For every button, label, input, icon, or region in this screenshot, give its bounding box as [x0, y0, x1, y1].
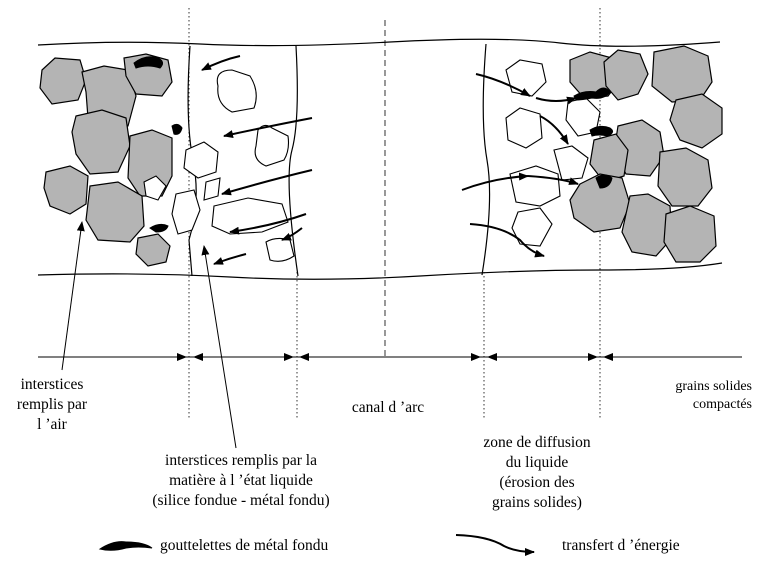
air-interstices-label: interstices remplis par l ’air [16, 376, 88, 433]
arc-channel-label: canal d ’arc [351, 399, 425, 416]
arc-zone-left-edge [288, 45, 299, 277]
energy-arrows-right [461, 73, 579, 258]
liquid-pointer [201, 245, 237, 449]
energy-arrows-left [201, 55, 313, 265]
compacted-grains-label: grains solides compactés [675, 379, 752, 412]
diffusion-voids [505, 59, 601, 247]
diffusion-zone-left-edge [481, 43, 491, 276]
legend-energy-transfer-text: transfert d ’énergie [562, 537, 680, 554]
sample-boundaries [37, 38, 723, 280]
label-pointers [61, 221, 237, 449]
liquid-voids [143, 69, 295, 262]
legend-droplet-symbol [98, 541, 153, 551]
legend-droplets-text: gouttelettes de métal fondu [160, 537, 329, 554]
solid-grains-left [39, 53, 173, 267]
air-pointer [61, 221, 85, 371]
solid-grains-right [569, 45, 723, 263]
metal-droplets [133, 56, 614, 233]
diffusion-zone-label: zone de diffusion du liquide (érosion de… [483, 434, 591, 511]
legend-arrow-symbol [455, 534, 535, 556]
liquid-interstices-label: interstices remplis par la matière à l ’… [152, 452, 330, 509]
